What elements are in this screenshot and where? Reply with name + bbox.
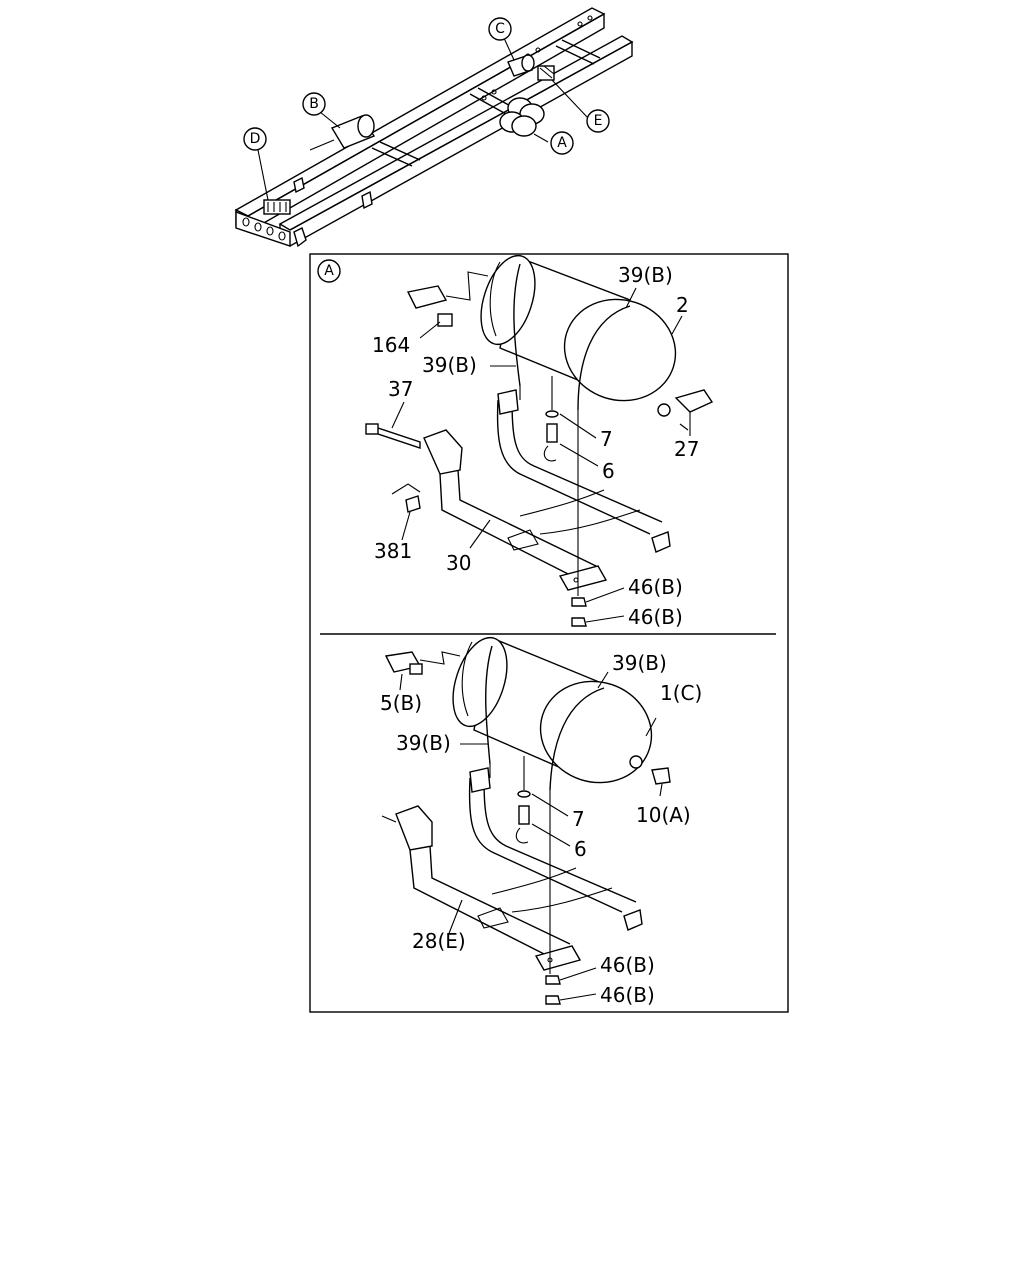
lower-assembly: 39(B) 1(C) 5(B) 39(B) 7 6 10(A) 28(E) 46… <box>380 636 702 1007</box>
leader-b <box>319 111 341 129</box>
callout-c: C <box>488 17 512 41</box>
callout-d: D <box>243 127 267 151</box>
label-39b-upper-top: 39(B) <box>618 263 673 287</box>
bracket-28e <box>381 767 643 971</box>
elbow-27 <box>674 389 714 431</box>
frame-front-crossmember <box>235 210 291 247</box>
svg-text:D: D <box>250 131 261 147</box>
drain-valve-6-upper <box>543 376 559 462</box>
label-46b-upper-2: 46(B) <box>628 605 683 629</box>
nut-46b-upper <box>571 428 587 627</box>
frame-crossmember-end <box>555 39 601 65</box>
label-37: 37 <box>388 377 413 401</box>
drain-valve-6-lower <box>515 756 531 844</box>
nut-381 <box>391 483 421 513</box>
label-1c: 1(C) <box>660 681 702 705</box>
plug-10a <box>651 767 671 785</box>
strap-39b-upper <box>513 263 631 428</box>
tank-1c <box>452 636 653 784</box>
label-30: 30 <box>446 551 471 575</box>
leader-a <box>533 133 549 143</box>
upper-assembly: 39(B) 2 164 39(B) 37 7 6 27 381 30 46(B)… <box>365 254 714 629</box>
svg-text:E: E <box>594 113 603 129</box>
svg-text:B: B <box>309 96 319 112</box>
label-10a: 10(A) <box>636 803 691 827</box>
leader-c <box>503 37 515 61</box>
leader-d <box>257 149 269 201</box>
label-5b: 5(B) <box>380 691 422 715</box>
label-46b-lower-1: 46(B) <box>600 953 655 977</box>
svg-text:A: A <box>557 135 567 151</box>
detail-frame <box>309 253 789 1013</box>
frame-bracket-front <box>293 227 307 248</box>
strap-39b-lower <box>485 645 605 806</box>
frame-crossmember-mid <box>371 141 421 167</box>
tank-c-overview <box>507 54 535 77</box>
label-6-lower: 6 <box>574 837 587 861</box>
callout-a: A <box>550 131 574 155</box>
frame-bracket-inner <box>293 176 305 194</box>
part-d-overview <box>263 199 291 215</box>
frame-bracket-mid <box>361 190 373 210</box>
tank-b-overview <box>309 114 376 151</box>
fitting-164 <box>406 271 489 327</box>
view-label-a: A <box>317 259 341 283</box>
label-7-lower: 7 <box>572 807 585 831</box>
bolt-37 <box>365 423 421 449</box>
label-7-upper: 7 <box>600 427 613 451</box>
label-28e: 28(E) <box>412 929 466 953</box>
label-381: 381 <box>374 539 412 563</box>
frame-left-rail <box>234 7 606 234</box>
label-39b-upper-left: 39(B) <box>422 353 477 377</box>
fitting-5b <box>384 651 461 675</box>
leader-e <box>551 79 589 119</box>
nut-46b-lower <box>545 806 561 1005</box>
callout-b: B <box>302 92 326 116</box>
detail-view-a: A <box>309 253 789 1013</box>
rail-holes <box>481 15 593 101</box>
chassis-frame-overview: A B C D E <box>234 7 634 248</box>
svg-text:A: A <box>324 263 334 279</box>
label-6-upper: 6 <box>602 459 615 483</box>
label-27: 27 <box>674 437 699 461</box>
label-46b-lower-2: 46(B) <box>600 983 655 1007</box>
label-2: 2 <box>676 293 689 317</box>
label-39b-lower-left: 39(B) <box>396 731 451 755</box>
bracket-30 <box>423 389 671 591</box>
label-164: 164 <box>372 333 410 357</box>
crossmember-holes <box>242 217 286 241</box>
part-e-overview <box>537 65 555 81</box>
svg-text:C: C <box>495 21 505 37</box>
tank-2 <box>480 254 677 417</box>
tank-a-overview <box>499 97 545 137</box>
label-39b-lower-top: 39(B) <box>612 651 667 675</box>
callout-e: E <box>586 109 610 133</box>
label-46b-upper-1: 46(B) <box>628 575 683 599</box>
